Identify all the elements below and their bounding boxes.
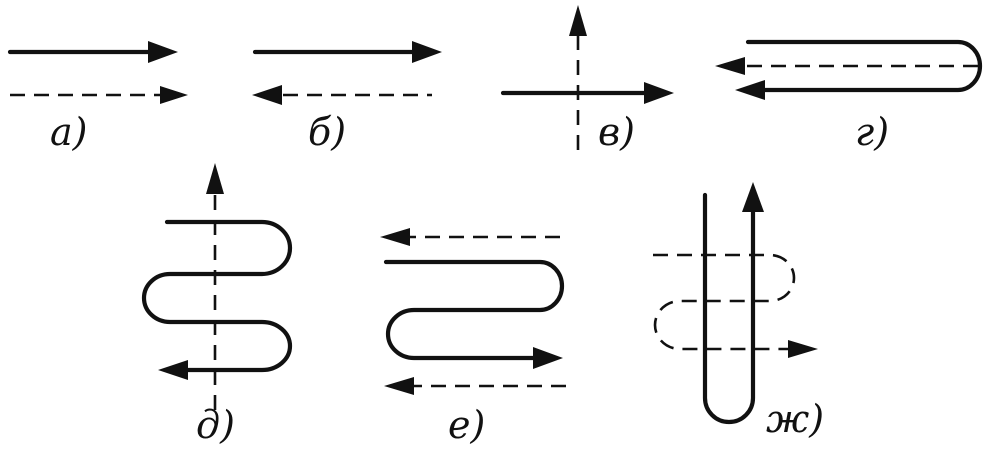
dashed-flow-arrowhead — [715, 57, 745, 75]
solid-flow-arrowhead — [533, 347, 563, 369]
dashed-flow-arrowhead — [380, 228, 410, 246]
caption-g: г) — [855, 110, 889, 154]
dashed-flow-arrowhead — [160, 86, 188, 104]
scheme-a: а) — [7, 41, 188, 154]
caption-a: а) — [50, 110, 87, 154]
caption-e: е) — [448, 403, 485, 447]
solid-flow-line — [702, 192, 756, 425]
caption-zh: ж) — [766, 397, 824, 441]
scheme-v: в) — [500, 5, 674, 154]
solid-flow-arrowhead — [148, 41, 178, 63]
solid-flow-arrowhead — [158, 360, 188, 380]
dashed-flow-arrowhead — [206, 163, 224, 194]
solid-flow-arrowhead — [412, 41, 442, 63]
solid-flow-arrowhead — [644, 82, 674, 104]
dashed-flow-arrowhead — [569, 5, 587, 36]
dashed-flow-arrowhead — [788, 340, 818, 358]
solid-flow-line — [141, 219, 293, 373]
scheme-g: г) — [715, 39, 983, 154]
dashed-flow-arrowhead — [252, 85, 282, 105]
dashed-flow-arrowhead — [384, 377, 414, 395]
scheme-e: е) — [380, 228, 566, 447]
solid-flow-arrowhead — [742, 182, 764, 212]
caption-v: в) — [598, 110, 635, 154]
solid-flow-line — [745, 39, 983, 93]
solid-flow-arrowhead — [735, 80, 765, 100]
caption-d: д) — [196, 403, 235, 447]
scheme-b: б) — [252, 41, 442, 154]
scheme-d: д) — [141, 163, 293, 447]
caption-b: б) — [308, 110, 346, 154]
solid-flow-line — [383, 259, 565, 361]
scheme-zh: ж) — [653, 182, 824, 441]
dashed-flow-line — [653, 253, 796, 351]
